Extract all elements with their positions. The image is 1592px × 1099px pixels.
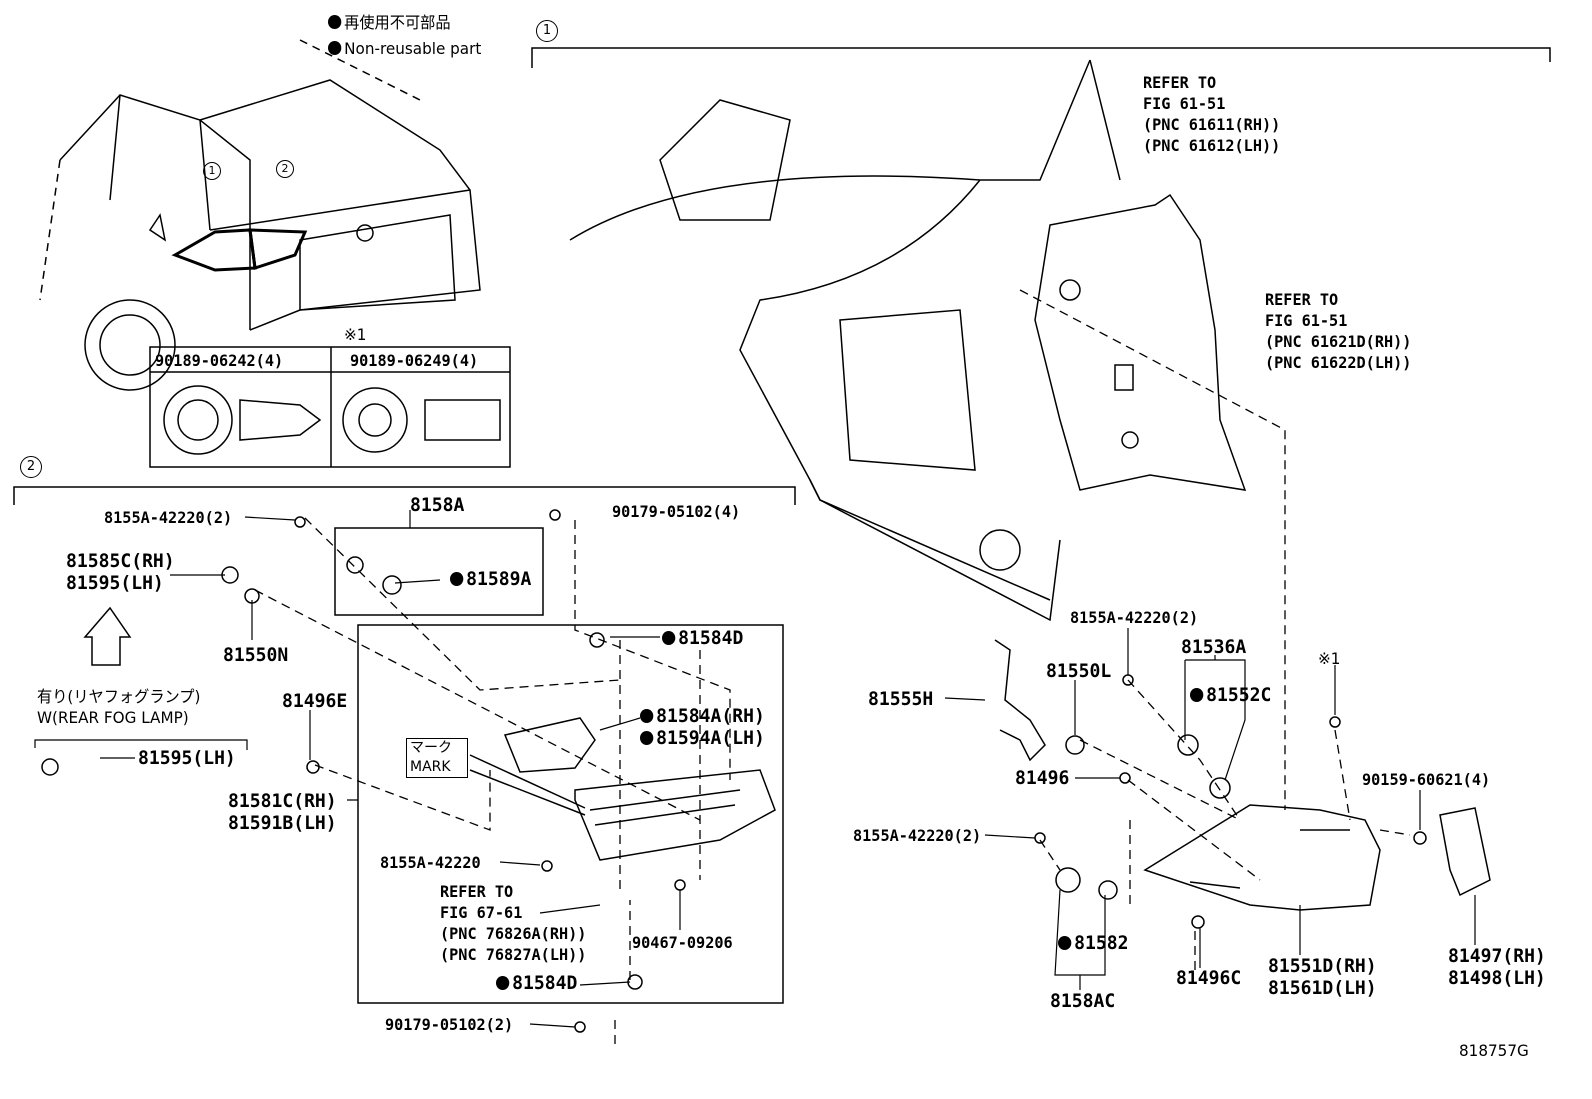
part-81595[interactable]: 81595(LH) <box>66 572 164 594</box>
refer-line: REFER TO <box>1143 73 1217 92</box>
gasket-set-box <box>334 527 544 616</box>
refer-line: (PNC 76826A(RH)) <box>440 924 587 943</box>
non-reusable-dot-icon <box>328 15 342 29</box>
part-81497[interactable]: 81497(RH) <box>1448 945 1546 967</box>
part-81496[interactable]: 81496 <box>1015 767 1070 789</box>
clip-table-col2: 90189-06249(4) <box>350 351 479 370</box>
part-81591B[interactable]: 81591B(LH) <box>228 812 337 834</box>
legend-jp: 再使用不可部品 <box>328 12 451 33</box>
fog-lamp-en: W(REAR FOG LAMP) <box>37 708 189 727</box>
part-90179-05102-4[interactable]: 90179-05102(4) <box>612 502 741 521</box>
leaders <box>34 510 1476 1028</box>
part-81584D-top[interactable]: 81584D <box>662 627 743 649</box>
refer-line: FIG 67-61 <box>440 903 523 922</box>
inner-panel <box>1034 193 1247 491</box>
part-81584A[interactable]: 81584A(RH) <box>640 705 765 727</box>
refer-line: FIG 61-51 <box>1265 311 1348 330</box>
refer-line: (PNC 61611(RH)) <box>1143 115 1281 134</box>
part-81552C[interactable]: 81552C <box>1190 684 1271 706</box>
vehicle-callout-2: 2 <box>276 160 294 178</box>
part-81581C[interactable]: 81581C(RH) <box>228 790 337 812</box>
section-2-line <box>13 486 796 505</box>
outer-lamp <box>1143 804 1381 911</box>
quarter-panel <box>569 59 1121 622</box>
wire-harness <box>994 639 1046 762</box>
part-8155A-42220-2[interactable]: 8155A-42220(2) <box>104 508 233 527</box>
part-81561D[interactable]: 81561D(LH) <box>1268 977 1377 999</box>
dashed-leaders <box>254 289 1411 1050</box>
part-81585C[interactable]: 81585C(RH) <box>66 550 175 572</box>
refer-block-3: REFER TO FIG 67-61 (PNC 76826A(RH)) (PNC 76… <box>440 881 586 965</box>
part-8158A[interactable]: 8158A <box>410 494 465 516</box>
part-8158AC[interactable]: 8158AC <box>1050 990 1116 1012</box>
arrow-up-icon <box>83 606 132 666</box>
fasteners <box>41 509 1427 1033</box>
vehicle-callout-1: 1 <box>203 162 221 180</box>
mark-en: MARK <box>410 759 451 775</box>
inner-lamp-box <box>357 624 784 1004</box>
part-81550L[interactable]: 81550L <box>1046 660 1112 682</box>
part-81594A[interactable]: 81594A(LH) <box>640 727 765 749</box>
refer-line: (PNC 76827A(LH)) <box>440 945 587 964</box>
lens-gasket <box>1439 807 1491 897</box>
mark-jp: マーク <box>410 740 452 756</box>
vehicle-rear-view <box>39 39 481 391</box>
refer-line: (PNC 61612(LH)) <box>1143 136 1281 155</box>
part-81589A[interactable]: 81589A <box>450 568 531 590</box>
part-8155A-42220-2-right[interactable]: 8155A-42220(2) <box>1070 608 1199 627</box>
note-mark: ※1 <box>344 325 367 344</box>
part-81498[interactable]: 81498(LH) <box>1448 967 1546 989</box>
part-81595-fog[interactable]: 81595(LH) <box>138 747 236 769</box>
part-81550N[interactable]: 81550N <box>223 644 289 666</box>
section-1-line <box>531 47 1551 68</box>
part-90467-09206[interactable]: 90467-09206 <box>632 933 733 952</box>
clip-table-frame <box>149 346 511 468</box>
refer-line: (PNC 61621D(RH)) <box>1265 332 1412 351</box>
refer-line: FIG 61-51 <box>1143 94 1226 113</box>
callout-2: 2 <box>20 456 42 478</box>
callout-1: 1 <box>536 20 558 42</box>
part-81551D[interactable]: 81551D(RH) <box>1268 955 1377 977</box>
part-81496C[interactable]: 81496C <box>1176 967 1242 989</box>
part-81536A[interactable]: 81536A <box>1181 636 1247 658</box>
legend-jp-text: 再使用不可部品 <box>344 13 451 32</box>
fog-lamp-jp: 有り(リヤフォグランプ) <box>37 687 201 706</box>
inner-lamp <box>469 717 776 861</box>
part-81584D-bottom[interactable]: 81584D <box>496 972 577 994</box>
refer-line: REFER TO <box>1265 290 1339 309</box>
part-8155A-42220[interactable]: 8155A-42220 <box>380 853 481 872</box>
note-mark-right: ※1 <box>1318 649 1341 668</box>
part-81582[interactable]: 81582 <box>1058 932 1128 954</box>
figure-id: 818757G <box>1459 1041 1529 1060</box>
legend-en: Non-reusable part <box>328 38 481 59</box>
part-81555H[interactable]: 81555H <box>868 688 934 710</box>
refer-line: REFER TO <box>440 882 514 901</box>
mark-box: マーク MARK <box>406 738 468 778</box>
refer-block-2: REFER TO FIG 61-51 (PNC 61621D(RH)) (PNC 61… <box>1265 289 1411 373</box>
part-8155A-42220-2-lower[interactable]: 8155A-42220(2) <box>853 826 982 845</box>
part-81496E[interactable]: 81496E <box>282 690 348 712</box>
refer-block-1: REFER TO FIG 61-51 (PNC 61611(RH)) (PNC 616… <box>1143 72 1280 156</box>
legend-en-text: Non-reusable part <box>344 39 482 58</box>
clip-table-col1: 90189-06242(4) <box>155 351 284 370</box>
part-90179-05102-2[interactable]: 90179-05102(2) <box>385 1015 514 1034</box>
refer-line: (PNC 61622D(LH)) <box>1265 353 1412 372</box>
part-90159-60621[interactable]: 90159-60621(4) <box>1362 770 1491 789</box>
non-reusable-dot-icon <box>328 41 342 55</box>
